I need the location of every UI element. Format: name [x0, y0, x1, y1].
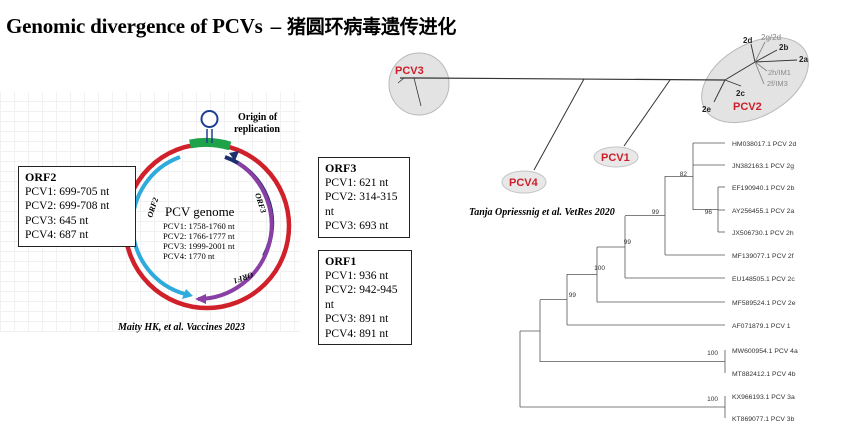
- tree-2a-branch: [754, 59, 798, 63]
- genome-diagram: Origin of replication PCV genome PCV1: 1…: [122, 110, 292, 311]
- genotype-2d: 2d: [743, 36, 752, 45]
- cluster-label-pcv1: PCV1: [601, 152, 630, 164]
- cluster-label-pcv4: PCV4: [509, 177, 539, 189]
- phylo-taxon-label-7: EU148505.1 PCV 2c: [732, 276, 795, 283]
- orf3-arrowhead: [229, 151, 239, 161]
- tree-main-branch: [400, 77, 726, 81]
- phylo-taxon-label-2: JN382163.1 PCV 2g: [732, 163, 794, 170]
- tree-pcv1-branch: [623, 79, 671, 147]
- tree-2d-branch: [750, 43, 756, 63]
- bootstrap-value-4: 99: [624, 239, 632, 246]
- genotype-2a: 2a: [799, 55, 808, 64]
- origin-green-bar: [189, 137, 232, 151]
- phylo-taxon-label-11: MT882412.1 PCV 4b: [732, 371, 796, 378]
- tree-2h-branch: [754, 61, 768, 72]
- phylo-taxon-label-13: KT869077.1 PCV 3b: [732, 416, 795, 423]
- orf1-box-pcv2: PCV2: 942-945 nt: [325, 284, 398, 311]
- orf2-box-pcv2: PCV2: 699-708 nt: [25, 200, 110, 212]
- genotype-2f-im3: 2f/IM3: [767, 79, 788, 88]
- genome-center-title: PCV genome: [165, 204, 235, 219]
- genome-size-pcv4: PCV4: 1770 nt: [163, 251, 215, 261]
- bootstrap-value-8: 100: [707, 396, 718, 403]
- orf1-arc: [197, 161, 274, 301]
- orf1-info-box: ORF1 PCV1: 936 nt PCV2: 942-945 nt PCV3:…: [318, 250, 412, 345]
- orf2-box-pcv3: PCV3: 645 nt: [25, 214, 89, 227]
- cluster-label-pcv2: PCV2: [733, 101, 762, 113]
- phylo-taxon-label-6: MF139077.1 PCV 2f: [732, 253, 794, 260]
- orf2-info-box: ORF2 PCV1: 699-705 nt PCV2: 699-708 nt P…: [18, 166, 136, 247]
- tree-pcv3-tick: [397, 77, 405, 84]
- tree-2c-branch: [724, 79, 742, 87]
- orf3-box-pcv2: PCV2: 314-315 nt: [325, 191, 398, 218]
- orf2-box-heading: ORF2: [25, 170, 57, 184]
- phylo-taxon-label-10: MW600954.1 PCV 4a: [732, 348, 798, 355]
- genotype-2c: 2c: [736, 89, 745, 98]
- genome-size-pcv1: PCV1: 1758-1760 nt: [163, 221, 235, 231]
- tree-2b-branch: [754, 49, 778, 63]
- genotype-2e: 2e: [702, 105, 711, 114]
- phylo-taxon-label-4: AY256455.1 PCV 2a: [732, 208, 794, 215]
- orf1-arrowhead: [195, 294, 206, 304]
- citation-maity: Maity HK, et al. Vaccines 2023: [118, 322, 245, 333]
- tree-2f-branch: [754, 61, 765, 85]
- orf1-arc-label: ORF1: [232, 270, 254, 285]
- genotype-2g2d: 2g/2d: [761, 33, 781, 42]
- orf3-box-pcv1: PCV1: 621 nt: [325, 176, 389, 189]
- citation-opriessnig: Tanja Opriessnig et al. VetRes 2020: [469, 207, 615, 218]
- tree-pcv2-stem: [724, 61, 756, 81]
- phylo-taxon-label-12: KX966193.1 PCV 3a: [732, 394, 795, 401]
- origin-loop: [200, 110, 219, 128]
- orf2-box-pcv1: PCV1: 699-705 nt: [25, 185, 110, 198]
- genotype-2b: 2b: [779, 43, 788, 52]
- orf1-box-pcv4: PCV4: 891 nt: [325, 327, 389, 340]
- tree-pcv3-twig: [413, 77, 422, 107]
- bootstrap-value-2: 96: [705, 209, 713, 216]
- genome-size-pcv3: PCV3: 1999-2001 nt: [163, 241, 235, 251]
- origin-label-line1: Origin of: [238, 112, 278, 123]
- cluster-label-pcv3: PCV3: [395, 65, 424, 77]
- orf3-info-box: ORF3 PCV1: 621 nt PCV2: 314-315 nt PCV3:…: [318, 157, 410, 238]
- pcv2-cluster-ellipse: [701, 36, 809, 124]
- bootstrap-value-5: 100: [594, 265, 605, 272]
- tree-pcv4-branch: [533, 78, 585, 171]
- orf2-box-pcv4: PCV4: 687 nt: [25, 229, 89, 241]
- bootstrap-value-7: 100: [707, 350, 718, 357]
- pcv3-cluster-ellipse: [388, 52, 450, 116]
- genome-size-pcv2: PCV2: 1766-1777 nt: [163, 231, 235, 241]
- phylo-taxon-label-9: AF071879.1 PCV 1: [732, 323, 791, 330]
- phylogram-tree: [519, 142, 726, 418]
- phylogram-labels: HM038017.1 PCV 2d JN382163.1 PCV 2g EF1909…: [569, 141, 798, 423]
- orf1-box-pcv3: PCV3: 891 nt: [325, 313, 389, 325]
- orf1-box-heading: ORF1: [325, 254, 357, 268]
- pcv4-cluster-ellipse: [501, 170, 547, 194]
- orf3-box-heading: ORF3: [325, 161, 357, 175]
- orf2-arrowhead: [182, 289, 193, 299]
- page-title: Genomic divergence of PCVs–猪圆环病毒遗传进化: [6, 14, 457, 38]
- orf3-box-pcv3: PCV3: 693 nt: [325, 220, 389, 232]
- genotype-2h-im1: 2h/IM1: [768, 68, 791, 77]
- unrooted-tree: 2d 2g/2d 2b 2a 2h/IM1 2f/IM3 2c 2e PCV3 …: [388, 33, 809, 194]
- phylo-taxon-label-3: EF190940.1 PCV 2b: [732, 185, 795, 192]
- pcv1-cluster-ellipse: [593, 146, 639, 168]
- bootstrap-value-6: 99: [569, 292, 577, 299]
- orf1-box-pcv1: PCV1: 936 nt: [325, 269, 389, 282]
- bootstrap-value-3: 99: [652, 209, 660, 216]
- tree-2e-branch: [713, 79, 726, 103]
- orf2-arc-label: ORF2: [145, 196, 160, 218]
- phylo-taxon-label-8: MF589524.1 PCV 2e: [732, 300, 796, 307]
- origin-label-line2: replication: [234, 124, 280, 135]
- tree-2g-branch: [754, 41, 766, 63]
- phylo-taxon-label-5: JX506730.1 PCV 2h: [732, 230, 794, 237]
- phylo-taxon-label-1: HM038017.1 PCV 2d: [732, 141, 796, 148]
- bootstrap-value-1: 82: [680, 171, 688, 178]
